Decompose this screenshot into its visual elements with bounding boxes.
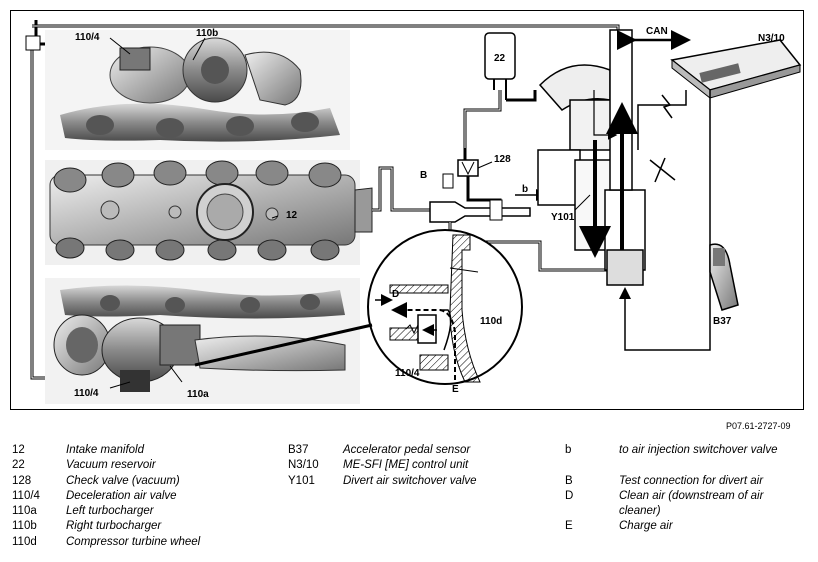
- legend-code: b: [565, 444, 572, 456]
- signal-interrupted-icon: [649, 157, 676, 183]
- legend-row: B Test connection for divert air: [565, 474, 804, 489]
- legend-desc: Charge air: [619, 520, 673, 533]
- legend-code: 110b: [12, 520, 37, 533]
- legend-row: 110d Compressor turbine wheel: [12, 535, 276, 550]
- legend-desc: Accelerator pedal sensor: [343, 444, 471, 456]
- legend-desc: Check valve (vacuum): [66, 474, 180, 487]
- legend-code: 22: [12, 459, 25, 472]
- legend-code: Y101: [288, 474, 315, 487]
- wire-to-valve: [637, 90, 687, 150]
- legend-code: N3/10: [288, 459, 319, 472]
- legend-desc: Vacuum reservoir: [66, 459, 156, 472]
- label-can: CAN: [646, 26, 668, 37]
- legend-column-letters: b to air injection switchover valve B Test…: [565, 443, 804, 535]
- legend-desc: Intake manifold: [66, 444, 144, 456]
- right-turbocharger-image: [45, 30, 350, 150]
- legend-row: b to air injection switchover valve: [565, 443, 804, 458]
- legend-row: B37 Accelerator pedal sensor: [288, 443, 543, 458]
- legend-spacer: [565, 458, 804, 473]
- legend-column-components: 12 Intake manifold 22 Vacuum reservoir 128…: [12, 443, 276, 550]
- inset-pointer: [194, 323, 373, 367]
- label-e: E: [452, 384, 459, 395]
- label-n3-10: N3/10: [758, 33, 785, 44]
- legend-row: 110b Right turbocharger: [12, 519, 276, 534]
- legend-row: 128 Check valve (vacuum): [12, 474, 276, 489]
- legend-row: N3/10 ME-SFI [ME] control unit: [288, 458, 543, 473]
- legend-row: 12 Intake manifold: [12, 443, 276, 458]
- vacuum-tee-connector: [25, 35, 41, 51]
- legend-desc: to air injection switchover valve: [619, 444, 778, 456]
- legend-row: 110/4 Deceleration air valve: [12, 489, 276, 504]
- divert-air-detail-inset: [367, 229, 523, 385]
- legend-desc: Compressor turbine wheel: [66, 535, 201, 548]
- legend-desc: ME-SFI [ME] control unit: [343, 459, 469, 472]
- label-d: D: [392, 289, 399, 300]
- legend-code: 110/4: [12, 489, 40, 502]
- legend-row: D Clean air (downstream of air cleaner): [565, 489, 804, 520]
- legend-row: E Charge air: [565, 519, 804, 534]
- label-y101: Y101: [551, 212, 575, 223]
- test-connection: [442, 173, 454, 189]
- vacuum-reservoir: [484, 32, 516, 100]
- legend-code: E: [565, 520, 573, 533]
- legend-desc: Left turbocharger: [66, 505, 154, 518]
- divert-air-switchover-valve: [537, 29, 646, 286]
- accelerator-pedal-sensor: [709, 243, 739, 311]
- label-b37: B37: [713, 316, 732, 327]
- legend-code: 12: [12, 444, 25, 456]
- label-12: 12: [286, 210, 298, 221]
- label-22: 22: [494, 53, 506, 64]
- legend-code: D: [565, 489, 574, 502]
- figure-reference: P07.61-2727-09: [726, 421, 791, 431]
- label-b-test: B: [420, 170, 427, 181]
- legend-column-sensors: B37 Accelerator pedal sensor N3/10 ME-SFI …: [288, 443, 543, 489]
- wire-to-pedal: [619, 90, 711, 351]
- label-110-4-inset: 110/4: [395, 368, 420, 379]
- electric-signal-icon: [661, 94, 673, 119]
- intake-manifold-image: [45, 160, 373, 265]
- legend-desc: Test connection for divert air: [619, 474, 764, 487]
- legend-desc: Right turbocharger: [66, 520, 162, 533]
- system-diagram: 110/4 110b 22 CAN N3/10 B 128 b 12 Y101 …: [10, 10, 804, 410]
- label-110a: 110a: [187, 389, 209, 400]
- label-b-small: b: [522, 184, 528, 195]
- label-128: 128: [494, 154, 511, 165]
- legend-code: 128: [12, 474, 32, 487]
- legend-row: 110a Left turbocharger: [12, 504, 276, 519]
- legend-code: B: [565, 474, 573, 487]
- left-turbocharger-image: [45, 278, 360, 404]
- me-sfi-control-unit: [670, 39, 802, 100]
- legend-code: 110a: [12, 505, 37, 518]
- legend-code: 110d: [12, 535, 37, 548]
- legend-row: 22 Vacuum reservoir: [12, 458, 276, 473]
- label-110-4-top: 110/4: [75, 32, 100, 43]
- legend-desc: Divert air switchover valve: [343, 474, 477, 487]
- label-110-4-bottom: 110/4: [74, 388, 99, 399]
- label-110b: 110b: [196, 28, 218, 39]
- legend-desc: Clean air (downstream of air cleaner): [619, 489, 764, 518]
- pipe-junction: [429, 199, 531, 223]
- legend-row: Y101 Divert air switchover valve: [288, 474, 543, 489]
- label-110d: 110d: [480, 316, 502, 327]
- legend-code: B37: [288, 444, 309, 456]
- legend-desc: Deceleration air valve: [66, 489, 177, 502]
